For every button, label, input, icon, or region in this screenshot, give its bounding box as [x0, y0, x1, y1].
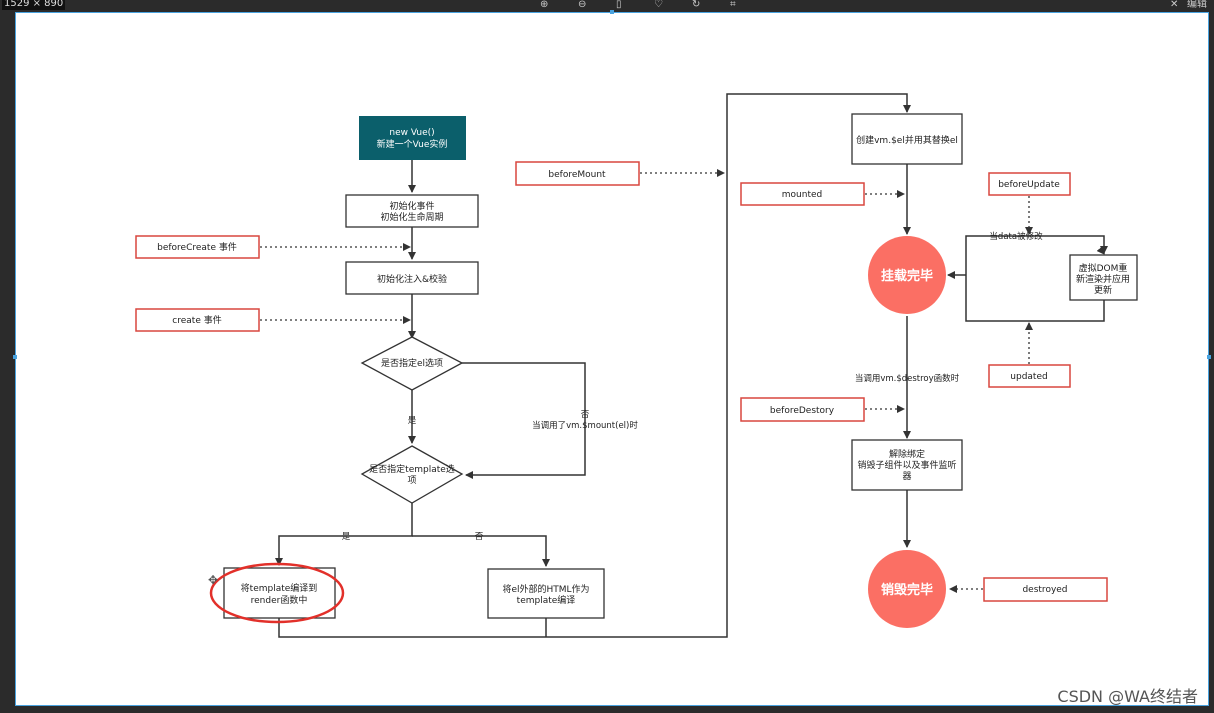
hook-create — [135, 308, 260, 332]
edge-label-yes1: 是 — [408, 416, 417, 426]
edge-el-no — [462, 362, 586, 479]
edit-button[interactable]: 编辑 — [1187, 0, 1207, 10]
close-icon[interactable]: ✕ — [1170, 0, 1179, 10]
title-bar: 1529 × 890 ⊕ ⊖ ▯ ♡ ↻ ⌗ ✕ 编辑 — [0, 0, 1214, 12]
edge-update-loop — [965, 235, 1105, 322]
resize-handle-left[interactable] — [13, 355, 17, 359]
edge-label-destroy-call: 当调用vm.$destroy函数时 — [855, 373, 960, 384]
node-virtual-dom — [1069, 254, 1138, 301]
move-cursor-icon: ✥ — [208, 573, 218, 587]
heart-icon[interactable]: ♡ — [654, 0, 663, 10]
node-create-el-label: 创建vm.$el并用其替换el — [856, 134, 958, 146]
node-new-vue-line1: new Vue() — [389, 128, 434, 138]
node-init-events-line1: 初始化事件 — [389, 200, 434, 212]
edge-template-yes — [275, 503, 413, 566]
node-compile-outer-line1: 将el外部的HTML作为 — [502, 583, 589, 595]
node-teardown — [851, 439, 963, 491]
hook-beforecreate-label: beforeCreate 事件 — [157, 241, 237, 253]
edge-label-yes2: 是 — [342, 532, 351, 542]
zoom-in-icon[interactable]: ⊕ — [540, 0, 549, 10]
node-destroyed-circle: 销毁完毕 — [868, 550, 946, 628]
node-virtual-dom-line3: 更新 — [1094, 284, 1112, 296]
crop-icon[interactable]: ⌗ — [730, 0, 736, 10]
hook-destroyed — [983, 577, 1108, 602]
page-icon[interactable]: ▯ — [616, 0, 622, 10]
hook-destroyed-label: destroyed — [1022, 585, 1067, 595]
watermark: CSDN @WA终结者 — [1057, 687, 1198, 706]
zoom-out-icon[interactable]: ⊖ — [578, 0, 587, 10]
arrow-into-vdom — [1100, 246, 1108, 254]
node-compile-outer-line2: template编译 — [517, 594, 576, 606]
hook-mounted-label: mounted — [782, 190, 822, 200]
hook-beforeupdate-label: beforeUpdate — [998, 180, 1060, 190]
hook-mounted — [740, 182, 865, 206]
node-new-vue: new Vue() 新建一个Vue实例 — [359, 116, 466, 160]
node-destroyed-circle-label: 销毁完毕 — [881, 582, 933, 598]
node-mounted-circle: 挂载完毕 — [868, 236, 946, 314]
rotate-icon[interactable]: ↻ — [692, 0, 701, 10]
edge-to-create-el — [278, 93, 911, 638]
node-mounted-circle-label: 挂载完毕 — [881, 268, 933, 284]
hook-beforecreate — [135, 235, 260, 259]
node-has-template-line1: 是否指定template选 — [369, 463, 455, 475]
hook-create-label: create 事件 — [172, 314, 221, 326]
node-compile-template — [223, 567, 336, 619]
resize-handle-top[interactable] — [610, 10, 614, 14]
node-init-inject-label: 初始化注入&校验 — [377, 273, 447, 285]
node-virtual-dom-line1: 虚拟DOM重 — [1079, 262, 1128, 274]
hook-updated-label: updated — [1010, 372, 1047, 382]
node-compile-template-line1: 将template编译到 — [241, 582, 318, 594]
edge-label-no2: 否 — [475, 532, 484, 542]
edge-label-mount-call: 当调用了vm.$mount(el)时 — [532, 420, 638, 431]
node-virtual-dom-line2: 新渲染并应用 — [1076, 273, 1130, 285]
bottom-strip — [0, 706, 1214, 713]
node-init-events — [345, 194, 479, 228]
edge-label-data-changed: 当data被修改 — [989, 231, 1043, 242]
node-teardown-line1: 解除绑定 — [889, 448, 925, 460]
hook-beforemount — [515, 161, 640, 186]
hook-beforemount-label: beforeMount — [548, 170, 606, 180]
node-has-el — [360, 336, 464, 391]
edge-template-no — [412, 535, 550, 567]
resize-handle-right[interactable] — [1207, 355, 1211, 359]
node-new-vue-line2: 新建一个Vue实例 — [377, 138, 448, 150]
node-create-el — [851, 113, 963, 165]
node-has-template-line2: 项 — [407, 475, 416, 486]
hook-beforeupdate — [988, 172, 1071, 196]
node-init-inject — [345, 261, 479, 295]
node-compile-template-line2: render函数中 — [251, 594, 308, 606]
node-has-el-label: 是否指定el选项 — [381, 357, 443, 369]
node-teardown-line2: 销毁子组件以及事件监听 — [857, 459, 956, 471]
node-has-template — [360, 445, 464, 504]
node-compile-outer — [487, 568, 605, 619]
hook-beforedestroy-label: beforeDestory — [770, 406, 835, 416]
highlight-ellipse — [209, 562, 345, 624]
hook-updated — [988, 364, 1071, 388]
node-init-events-line2: 初始化生命周期 — [380, 211, 443, 223]
edge-label-no1: 否 — [581, 410, 590, 420]
node-teardown-line3: 器 — [902, 471, 911, 482]
hook-beforedestroy — [740, 397, 865, 422]
image-size-label: 1529 × 890 — [2, 0, 66, 10]
